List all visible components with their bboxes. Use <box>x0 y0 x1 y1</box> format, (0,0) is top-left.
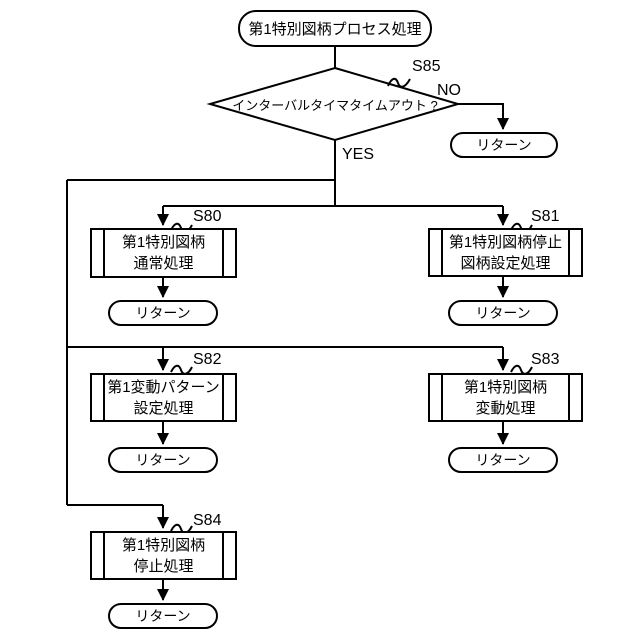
predefined-bar-left <box>441 375 443 420</box>
return-terminal-s83: リターン <box>448 447 558 473</box>
process-box-s81-line2: 図柄設定処理 <box>460 254 551 272</box>
predefined-bar-left <box>441 230 443 275</box>
predefined-bar-right <box>222 230 224 276</box>
decision-question: インターバルタイマタイムアウト ? <box>232 98 438 113</box>
step-label-s83: S83 <box>531 351 560 368</box>
process-box-s80-line1: 第1特別図柄 <box>121 234 206 251</box>
yes-branch-label: YES <box>342 146 375 163</box>
process-box-s83-line2: 変動処理 <box>475 399 536 417</box>
start-terminal: 第1特別図柄プロセス処理 <box>238 10 432 47</box>
process-box-s81-line1: 第1特別図柄停止 <box>448 233 563 251</box>
process-box-s82-line1: 第1変動パターン <box>107 378 220 396</box>
step-label-s84: S84 <box>193 512 222 529</box>
step-label-s81: S81 <box>531 208 560 225</box>
predefined-bar-right <box>222 533 224 578</box>
predefined-bar-left <box>103 533 105 578</box>
predefined-bar-right <box>568 375 570 420</box>
no-branch-label: NO <box>437 82 461 99</box>
process-box-s82-line2: 設定処理 <box>133 399 194 417</box>
squiggle-s83 <box>510 364 533 375</box>
predefined-bar-right <box>568 230 570 275</box>
process-box-s83-line1: 第1特別図柄 <box>463 378 548 396</box>
predefined-bar-right <box>222 375 224 420</box>
process-box-s81: 第1特別図柄停止 図柄設定処理 <box>428 228 583 277</box>
return-terminal-s84: リターン <box>108 603 218 629</box>
process-box-s82: 第1変動パターン 設定処理 <box>90 373 237 422</box>
process-box-s83: 第1特別図柄 変動処理 <box>428 373 583 422</box>
return-terminal-s81: リターン <box>448 300 558 326</box>
process-box-s80: 第1特別図柄 通常処理 <box>90 228 237 278</box>
squiggle-s85 <box>387 77 411 88</box>
process-box-s84: 第1特別図柄 停止処理 <box>90 531 237 580</box>
step-label-s85: S85 <box>412 58 441 75</box>
return-terminal-s80: リターン <box>108 300 218 326</box>
step-label-s82: S82 <box>193 351 222 368</box>
return-terminal-no: リターン <box>450 132 558 158</box>
squiggle-s82 <box>170 364 193 375</box>
process-box-s84-line2: 停止処理 <box>133 557 194 575</box>
predefined-bar-left <box>103 375 105 420</box>
step-label-s80: S80 <box>193 208 222 225</box>
return-terminal-s82: リターン <box>108 447 218 473</box>
decision-diamond-shape <box>206 66 462 142</box>
process-box-s84-line1: 第1特別図柄 <box>121 536 206 554</box>
predefined-bar-left <box>103 230 105 276</box>
process-box-s80-line2: 通常処理 <box>133 255 194 272</box>
